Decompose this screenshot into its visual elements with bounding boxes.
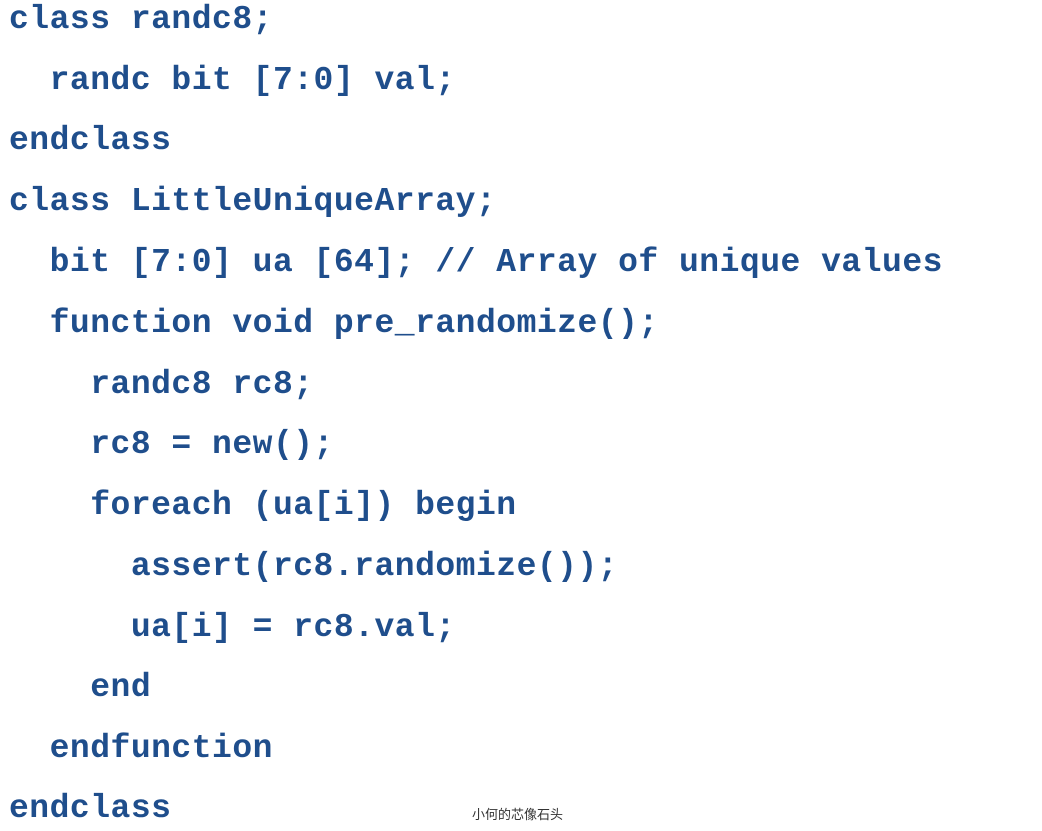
code-line: randc8 rc8;	[9, 366, 314, 403]
code-line: assert(rc8.randomize());	[9, 548, 619, 585]
code-line: function void pre_randomize();	[9, 305, 659, 342]
code-line: endclass	[9, 790, 172, 827]
watermark-text: 小何的芯像石头	[472, 808, 564, 823]
code-line: end	[9, 669, 152, 706]
code-line: randc bit [7:0] val;	[9, 62, 456, 99]
code-line: bit [7:0] ua [64]; // Array of unique va…	[9, 244, 943, 281]
code-line: rc8 = new();	[9, 426, 334, 463]
code-line: endfunction	[9, 730, 273, 767]
code-line: ua[i] = rc8.val;	[9, 609, 456, 646]
code-line: class randc8;	[9, 1, 273, 38]
code-line: foreach (ua[i]) begin	[9, 487, 517, 524]
code-line: endclass	[9, 122, 172, 159]
code-line: class LittleUniqueArray;	[9, 183, 497, 220]
